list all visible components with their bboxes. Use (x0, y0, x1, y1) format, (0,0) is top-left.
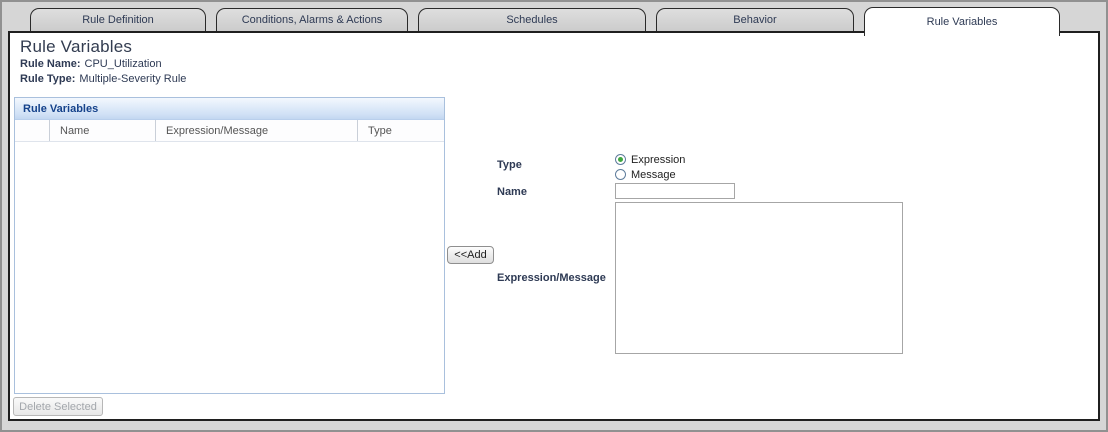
expression-message-label: Expression/Message (497, 272, 606, 284)
rule-type-value: Multiple-Severity Rule (79, 73, 187, 85)
radio-message-label: Message (631, 168, 676, 181)
grid-title: Rule Variables (15, 98, 444, 120)
rule-name-value: CPU_Utilization (84, 58, 162, 70)
grid-body-empty[interactable] (15, 142, 444, 393)
column-header-select (15, 120, 50, 141)
radio-option-message[interactable]: Message (615, 167, 685, 182)
tab-bar: Rule Definition Conditions, Alarms & Act… (30, 7, 1060, 36)
name-label: Name (497, 186, 527, 198)
tab-schedules[interactable]: Schedules (418, 8, 646, 31)
rule-type-line: Rule Type:Multiple-Severity Rule (20, 73, 186, 85)
column-header-type[interactable]: Type (368, 124, 392, 137)
radio-expression-icon[interactable] (615, 154, 626, 165)
tab-conditions-alarms-actions[interactable]: Conditions, Alarms & Actions (216, 8, 408, 31)
column-header-expression-message[interactable]: Expression/Message (156, 120, 358, 141)
type-radio-group: Expression Message (615, 152, 685, 182)
radio-option-expression[interactable]: Expression (615, 152, 685, 167)
rule-name-label: Rule Name: (20, 58, 81, 70)
rule-variables-grid: Rule Variables Name Expression/Message T… (14, 97, 445, 394)
radio-expression-label: Expression (631, 153, 686, 166)
tab-behavior[interactable]: Behavior (656, 8, 854, 31)
name-input[interactable] (615, 183, 735, 199)
add-button[interactable]: <<Add (447, 246, 494, 264)
tab-rule-variables[interactable]: Rule Variables (864, 7, 1060, 36)
page-title: Rule Variables (20, 37, 133, 56)
tab-rule-definition[interactable]: Rule Definition (30, 8, 206, 31)
rule-name-line: Rule Name:CPU_Utilization (20, 58, 162, 70)
grid-column-headers: Name Expression/Message Type (15, 120, 444, 142)
column-header-name[interactable]: Name (50, 120, 156, 141)
delete-selected-button[interactable]: Delete Selected (13, 397, 103, 416)
type-label: Type (497, 159, 522, 171)
rule-type-label: Rule Type: (20, 73, 76, 85)
rule-variables-panel: Rule Variables Rule Name:CPU_Utilization… (8, 31, 1100, 421)
radio-message-icon[interactable] (615, 169, 626, 180)
expression-message-textarea[interactable] (615, 202, 903, 354)
